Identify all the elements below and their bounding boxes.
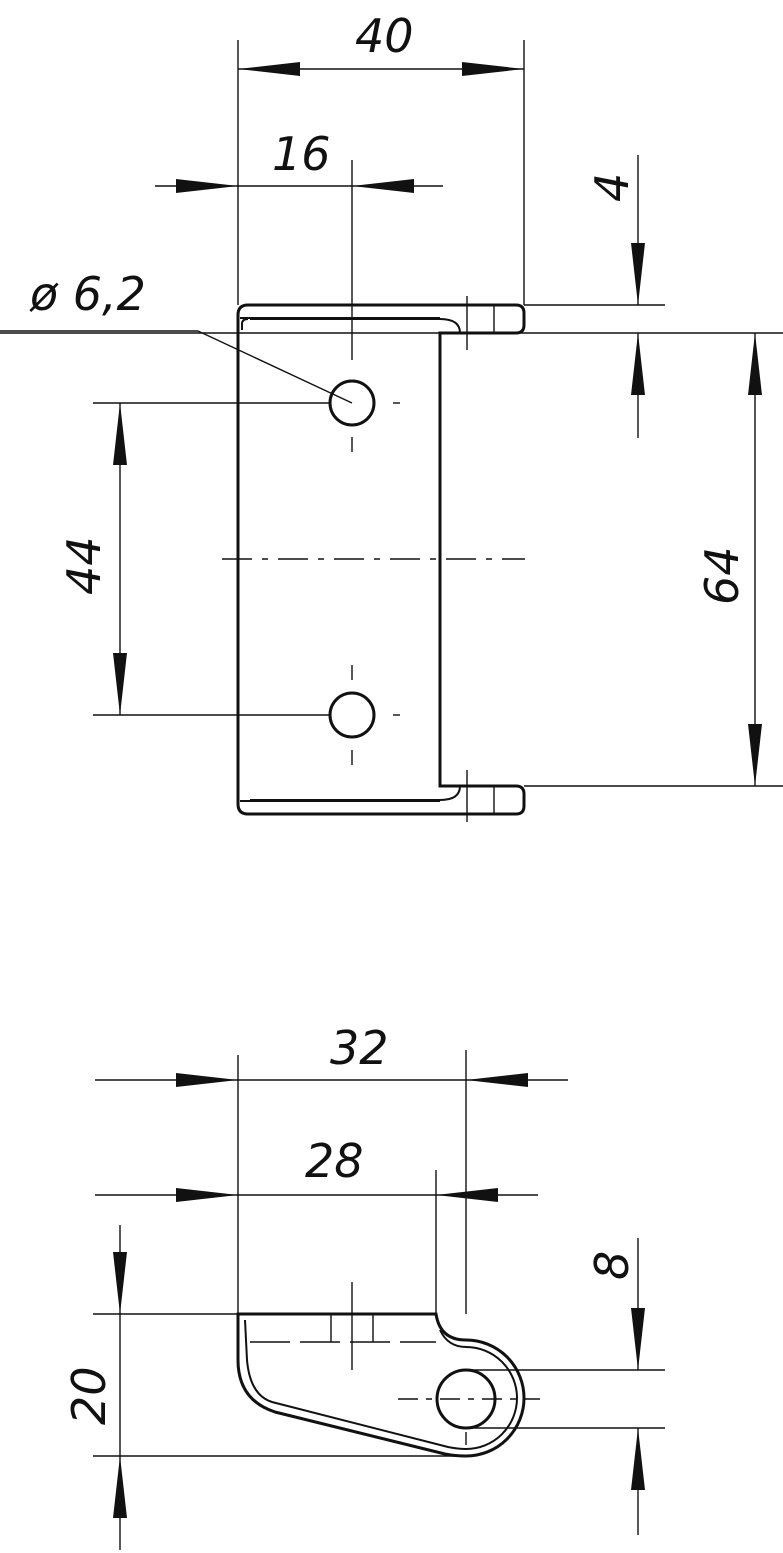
dim-diameter-label: ø 6,2 <box>29 267 146 321</box>
dim-64-label: 64 <box>695 546 749 605</box>
arrow-16-right <box>352 179 414 193</box>
arrow-20-bottom <box>113 1456 127 1518</box>
arrow-8-bottom <box>631 1428 645 1490</box>
arrow-64-top <box>748 333 762 395</box>
top-view-outline <box>236 303 526 816</box>
lower-hole <box>328 691 376 739</box>
arrow-4-top <box>631 243 645 305</box>
dim-20-label: 20 <box>62 1366 116 1425</box>
arrow-8-top <box>631 1308 645 1370</box>
bottom-flange-fold <box>250 785 461 801</box>
side-view-outline <box>236 1312 526 1458</box>
dim-8-label: 8 <box>585 1251 639 1280</box>
arrow-44-top <box>113 403 127 465</box>
side-view-inner-line <box>244 1319 518 1451</box>
arrow-16-left <box>176 179 238 193</box>
arrow-44-bottom <box>113 653 127 715</box>
side-view: 32 28 8 20 <box>62 1021 665 1550</box>
arrow-28-left <box>176 1188 238 1202</box>
arrow-20-top <box>113 1252 127 1314</box>
dim-40-label: 40 <box>355 9 414 63</box>
dim-32-label: 32 <box>330 1021 389 1075</box>
arrow-64-bottom <box>748 724 762 786</box>
diameter-leader-diag <box>197 330 353 404</box>
top-view: 40 16 ø 6,2 4 44 64 <box>0 9 783 822</box>
arrow-32-right <box>466 1073 528 1087</box>
arrow-32-left <box>176 1073 238 1087</box>
dim-44-label: 44 <box>57 536 111 595</box>
arrow-4-bottom <box>631 333 645 395</box>
top-flange-fold <box>241 318 461 334</box>
dim-16-label: 16 <box>272 127 331 181</box>
arrow-40-right <box>462 62 524 76</box>
dim-4-label: 4 <box>585 173 639 202</box>
arrow-28-right <box>436 1188 498 1202</box>
arrow-40-left <box>238 62 300 76</box>
dim-28-label: 28 <box>305 1134 364 1188</box>
